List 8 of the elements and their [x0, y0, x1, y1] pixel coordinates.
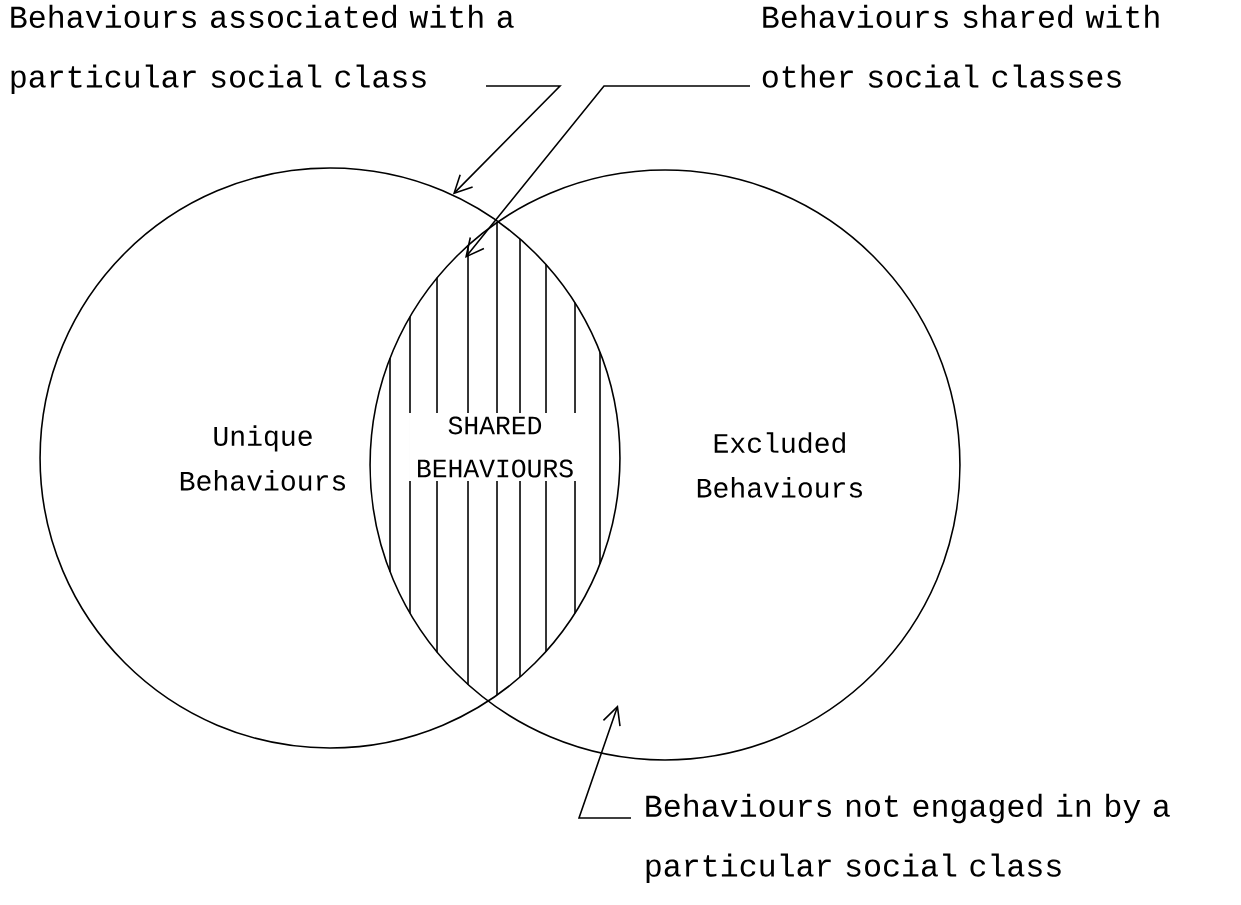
leader-line	[577, 705, 632, 819]
callout-text: Behaviours shared with other social classes	[762, 4, 1159, 88]
leader-line	[452, 85, 562, 195]
callout-text: Behaviours associated with a particular social class	[11, 4, 514, 94]
node-label: SHARED BEHAVIOURS	[418, 416, 573, 478]
callout-text: Behaviours not engaged in by a particular social class	[646, 793, 1170, 883]
leader-line	[465, 85, 751, 258]
shared-region: SHARED BEHAVIOURS	[389, 221, 601, 696]
